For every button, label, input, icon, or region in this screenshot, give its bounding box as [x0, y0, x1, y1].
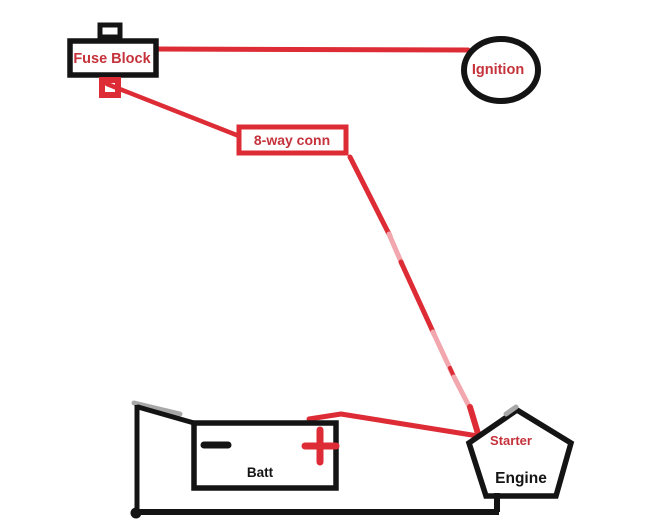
wire-battery-to-starter [306, 411, 481, 439]
enclosure-top-diagonal [135, 404, 197, 426]
starter-label: Starter [490, 433, 532, 448]
wire-segment-pink [451, 374, 474, 413]
wire-segment-pink [386, 231, 405, 267]
wire-8way-to-starter [347, 154, 482, 440]
ignition-ellipse [461, 36, 541, 104]
enclosure-gray-stroke [131, 400, 183, 417]
eight-way-conn-label: 8-way conn [254, 132, 330, 148]
enclosure-corner-dot [130, 507, 142, 519]
wire-fuse-to-8way [104, 81, 242, 139]
pentagon-apex-gray-stroke [503, 404, 519, 417]
wire-segment-red [347, 154, 393, 239]
battery-plus-terminal [301, 426, 340, 466]
ignition-label: Ignition [472, 62, 524, 78]
fuse-block-label: Fuse Block [73, 51, 151, 67]
wire-segment-red [467, 404, 482, 440]
wire-fuse-to-ignition [153, 46, 471, 53]
fuse-block-tab [97, 22, 123, 40]
battery-box [191, 420, 339, 491]
battery-enclosure-outline [130, 400, 500, 519]
fuse-block-box [67, 38, 159, 78]
wire-segment-red [398, 259, 437, 337]
battery-label: Batt [247, 465, 274, 480]
engine-pentagon [465, 406, 575, 499]
engine-label: Engine [495, 470, 547, 487]
eight-way-conn-box [236, 124, 349, 156]
